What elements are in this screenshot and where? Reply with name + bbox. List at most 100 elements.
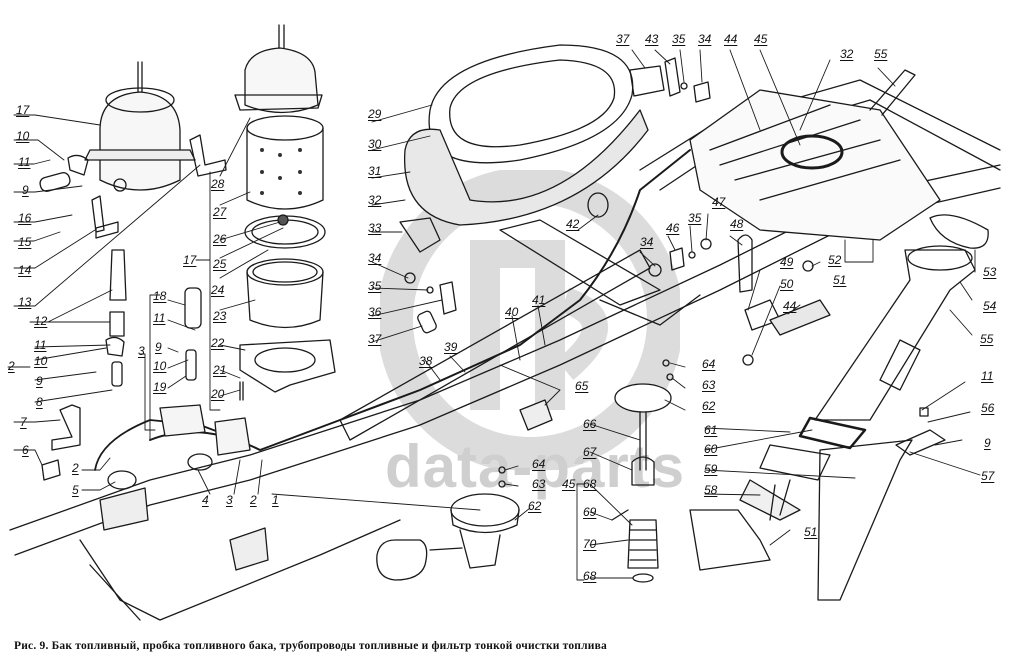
clip-36	[439, 281, 457, 315]
callout-37b: 37	[616, 32, 630, 46]
callout-47: 47	[712, 195, 726, 209]
callout-35: 35	[368, 279, 382, 293]
fuel-gauge-sender	[376, 493, 520, 581]
callout-1: 1	[272, 493, 279, 507]
callout-50: 50	[780, 277, 794, 291]
filter-element	[246, 115, 324, 210]
gd-logo-icon	[377, 167, 683, 473]
callout-27: 27	[213, 205, 227, 219]
bolt-20	[239, 381, 244, 401]
callout-34: 34	[368, 251, 382, 265]
callout-18: 18	[153, 289, 167, 303]
callout-32b: 32	[840, 47, 854, 61]
callout-12: 12	[34, 314, 48, 328]
callout-59: 59	[704, 462, 718, 476]
callout-28: 28	[211, 177, 225, 191]
callout-66: 66	[583, 417, 597, 431]
callout-65: 65	[575, 379, 589, 393]
callout-14: 14	[18, 263, 32, 277]
pin-8	[111, 361, 123, 387]
watermark-text: data-parts	[385, 433, 686, 500]
callout-69: 69	[583, 505, 597, 519]
washer-63a	[666, 373, 674, 381]
sleeve-18	[184, 287, 202, 329]
filler-neck	[689, 214, 989, 601]
clip-46	[669, 247, 685, 271]
callout-5: 5	[72, 483, 79, 497]
callout-63b: 63	[532, 477, 546, 491]
bolt-34a	[404, 272, 416, 284]
fuel-pump-4	[187, 453, 213, 471]
callout-19: 19	[153, 380, 167, 394]
callout-48: 48	[730, 217, 744, 231]
block-65	[519, 399, 553, 431]
callout-35c: 35	[688, 211, 702, 225]
washer-35c	[688, 251, 696, 259]
bracket-7	[51, 404, 81, 451]
nut-47	[700, 238, 712, 250]
callout-3b: 3	[138, 344, 145, 358]
callout-61: 61	[704, 423, 718, 437]
callout-45: 45	[754, 32, 768, 46]
callout-10b: 10	[34, 354, 48, 368]
bracket-13	[189, 134, 227, 177]
washer-35	[680, 82, 688, 90]
figure-caption: Рис. 9. Бак топливный, пробка топливного…	[14, 640, 607, 652]
screw-64a	[662, 359, 670, 367]
callout-11d: 11	[981, 369, 994, 383]
tube-piece	[39, 172, 71, 192]
callout-62: 62	[702, 399, 716, 413]
callout-40: 40	[505, 305, 519, 319]
callout-9: 9	[22, 183, 29, 197]
callout-39: 39	[444, 340, 458, 354]
callout-57: 57	[981, 469, 995, 483]
screw-64	[498, 466, 506, 474]
callout-11c: 11	[153, 311, 166, 325]
washer-63	[498, 480, 506, 488]
callout-3: 3	[226, 493, 233, 507]
callout-32: 32	[368, 193, 382, 207]
callout-41: 41	[532, 293, 546, 307]
callout-51b: 51	[804, 525, 818, 539]
callout-51: 51	[833, 273, 847, 287]
sleeve-37a	[417, 310, 437, 334]
tank-access-cover	[403, 44, 649, 226]
sleeve-37	[629, 65, 665, 97]
clamp-10	[67, 154, 89, 176]
callout-49: 49	[780, 255, 794, 269]
callout-34b: 34	[698, 32, 712, 46]
callout-64b: 64	[532, 457, 546, 471]
callout-2c: 2	[250, 493, 257, 507]
callout-58: 58	[704, 483, 718, 497]
callout-46: 46	[666, 221, 680, 235]
callout-44: 44	[724, 32, 738, 46]
filter-bowl	[246, 258, 324, 329]
sediment-bowl	[214, 417, 251, 456]
tube-19	[185, 349, 197, 381]
callout-36: 36	[368, 305, 382, 319]
hose-57	[817, 439, 913, 601]
callout-33: 33	[368, 221, 382, 235]
filter-block	[159, 404, 206, 437]
callout-54: 54	[983, 299, 997, 313]
callout-35b: 35	[672, 32, 686, 46]
callout-55: 55	[874, 47, 888, 61]
hook-48	[737, 234, 753, 293]
callout-42: 42	[566, 217, 580, 231]
callout-37: 37	[368, 332, 382, 346]
callout-2: 2	[8, 359, 15, 373]
callout-67: 67	[583, 445, 597, 459]
fuel-gauge-sender-right	[611, 383, 672, 583]
bolt-34	[693, 81, 711, 103]
callout-15: 15	[18, 235, 32, 249]
bolt-52	[802, 260, 814, 272]
fuel-filter-left	[84, 61, 196, 192]
pad-44	[769, 299, 831, 336]
grommet-42	[587, 192, 609, 218]
callout-4: 4	[202, 493, 209, 507]
fitting-12	[109, 249, 127, 301]
callout-29: 29	[368, 107, 382, 121]
callout-63: 63	[702, 378, 716, 392]
callout-53: 53	[983, 265, 997, 279]
